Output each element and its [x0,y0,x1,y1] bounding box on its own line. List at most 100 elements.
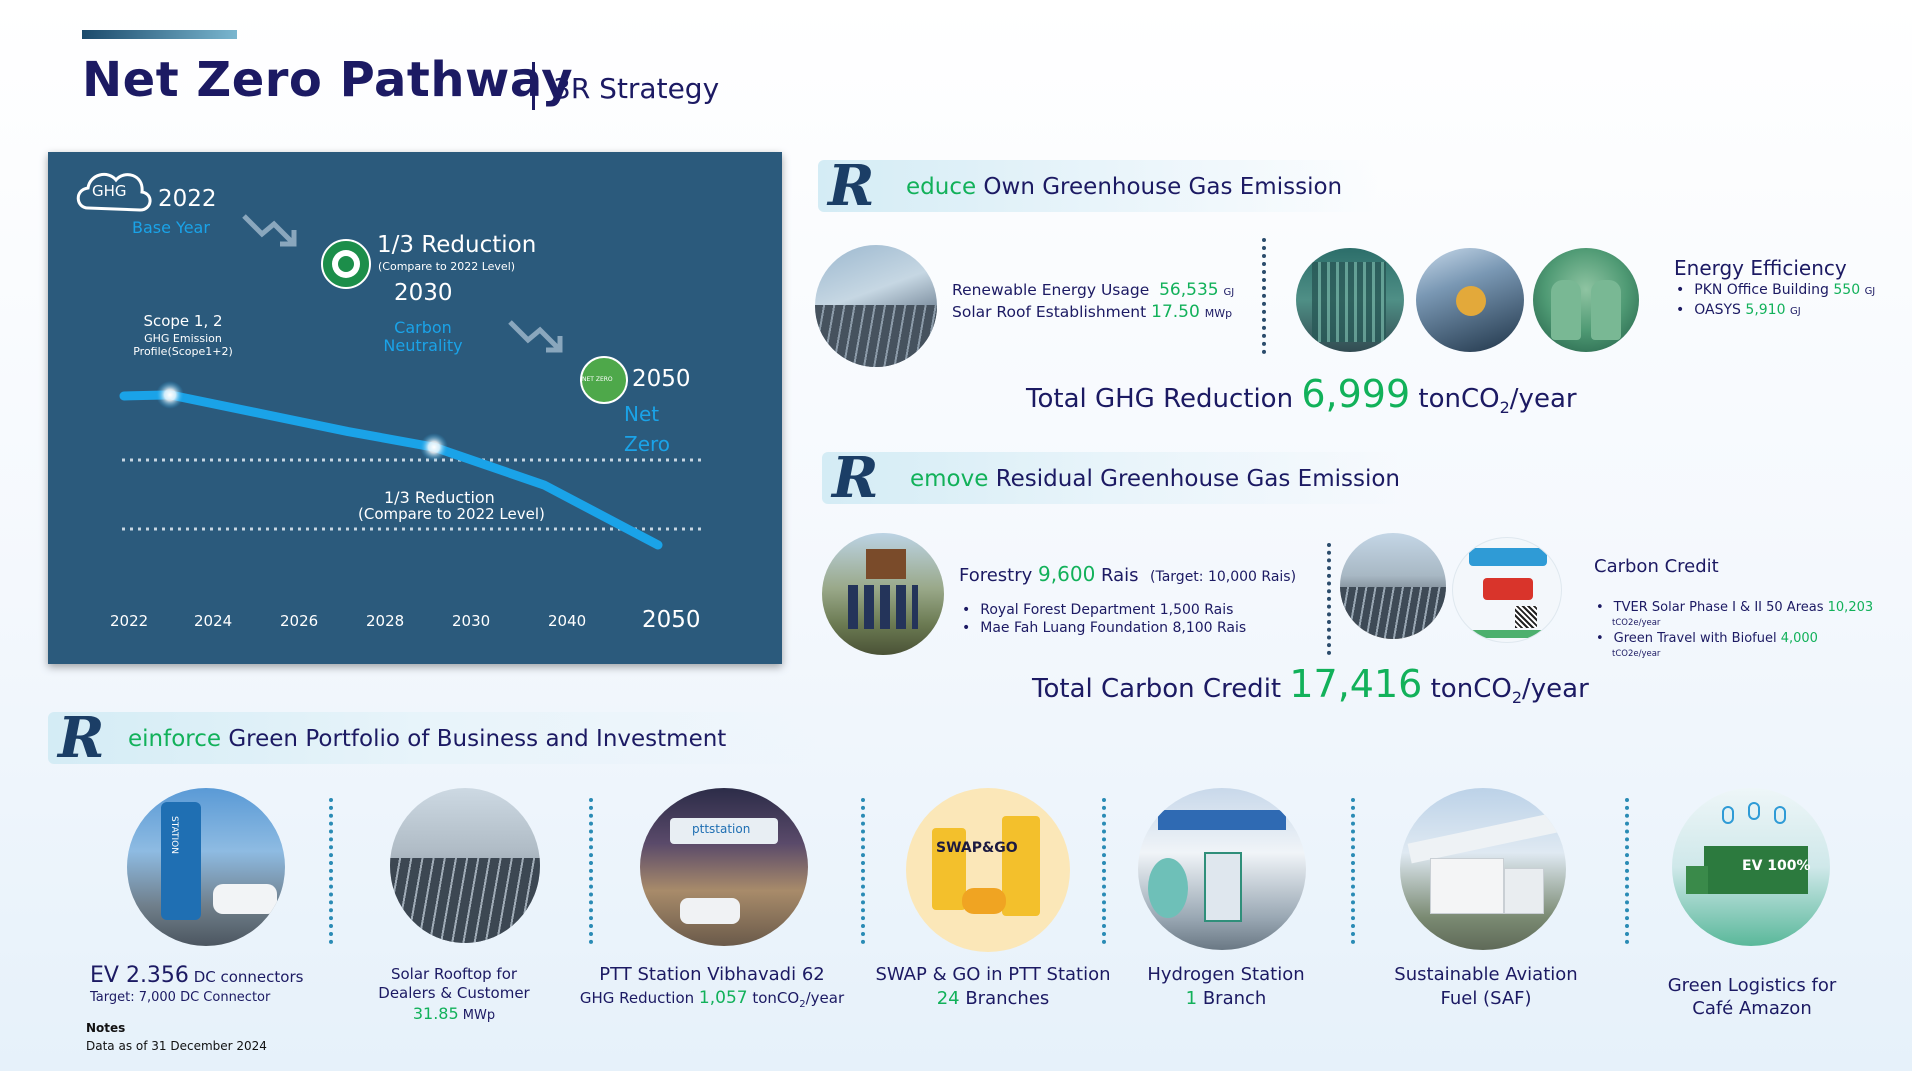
renewable-line: Renewable Energy Usage 56,535 GJ [952,280,1235,300]
hydrogen-caption-1: Hydrogen Station [1147,964,1305,985]
reinforce-section-header: R einforce Green Portfolio of Business a… [48,705,818,771]
page-title: Net Zero Pathway [82,52,574,108]
down-arrow-icon [242,214,297,247]
reinforce-head-text: Green Portfolio of Business and Investme… [221,726,727,752]
green-travel-poster [1452,537,1562,643]
saf-caption-1: Sustainable Aviation [1394,964,1578,985]
reduce-section-header: R educe Own Greenhouse Gas Emission [818,153,1378,219]
emission-point-highlight [420,433,448,462]
portfolio-divider [1625,798,1629,944]
pathway-chart-svg [76,172,702,550]
remove-section-header: R emove Residual Greenhouse Gas Emission [822,445,1402,511]
remove-head-text: Residual Greenhouse Gas Emission [988,466,1401,492]
saf-truck-photo [1400,788,1566,950]
solar-rooftop-caption-3: 31.85 MWp [412,1004,496,1023]
total-carbon-credit: Total Carbon Credit 17,416 tonCO2/year [1032,662,1589,708]
portfolio-divider [1351,798,1355,944]
x-tick-label: 2030 [452,612,491,630]
credit-unit: tCO2e/year [1612,618,1661,628]
saf-caption-2: Fuel (SAF) [1440,988,1532,1009]
solar-line: Solar Roof Establishment 17.50 MWp [952,302,1233,322]
line-label-2: (Compare to 2022 Level) [358,505,545,523]
notes-text: Data as of 31 December 2024 [86,1039,267,1053]
net-zero-pathway-chart: GHG 2022 Base Year 1/3 Reduction (Compar… [48,152,782,664]
swap-go-caption-1: SWAP & GO in PTT Station [875,964,1111,985]
x-tick-label: 2024 [194,612,233,630]
reinforce-head-highlight: einforce [128,726,222,752]
pkn-office-building-photo [1296,248,1404,352]
ev-pole-text: STATION [169,816,179,854]
forest-item: Royal Forest Department 1,500 Rais [962,602,1233,618]
ptt-station-sign: pttstation [692,822,751,836]
reduce-divider [1262,238,1266,354]
x-tick-label-final: 2050 [642,607,701,633]
carbon-label-1: Carbon [394,318,452,337]
base-year: 2022 [158,186,217,212]
ptt-station-caption-2: GHG Reduction 1,057 tonCO2/year [579,988,845,1010]
energy-efficiency-title: Energy Efficiency [1674,256,1847,280]
carbon-year: 2030 [394,280,453,306]
forest-item: Mae Fah Luang Foundation 8,100 Rais [962,620,1246,636]
green-logistics-caption-1: Green Logistics for [1667,975,1837,996]
x-tick-label: 2022 [110,612,149,630]
credit-item: TVER Solar Phase I & II 50 Areas 10,203 [1596,600,1873,615]
ev-caption-1: EV 2.356 DC connectors [90,963,304,988]
scope-title: Scope 1, 2 [143,312,223,330]
hydrogen-caption-2: 1 Branch [1185,988,1267,1009]
solar-rooftop-caption-1: Solar Rooftop for [390,965,518,983]
net-zero-badge-text: NET ZERO [582,376,613,383]
net-zero-badge-icon [580,356,628,404]
forestry-line: Forestry 9,600 Rais (Target: 10,000 Rais… [959,562,1297,586]
carbon-credit-title: Carbon Credit [1594,556,1719,577]
reduce-head-highlight: educe [906,174,977,200]
netzero-year: 2050 [632,366,691,392]
green-logistics-caption-2: Café Amazon [1692,998,1812,1019]
carbon-neutral-badge-icon [321,239,371,289]
gas-cylinder-photo [1533,248,1639,352]
eff-item: OASYS 5,910 GJ [1676,302,1800,318]
eff-item: PKN Office Building 550 GJ [1676,282,1875,298]
x-tick-label: 2040 [548,612,587,630]
x-tick-label: 2028 [366,612,405,630]
ptt-station-photo: pttstation [640,788,808,946]
r-logo-icon: R [828,153,875,219]
emission-point-highlight [156,380,184,409]
oasys-building-photo [1416,248,1524,352]
swap-go-caption-2: 24 Branches [936,988,1050,1009]
r-logo-icon: R [832,445,879,511]
remove-head-highlight: emove [910,466,989,492]
forestry-team-photo [822,533,944,655]
scope-sub-2: Profile(Scope1+2) [133,345,233,358]
title-divider [532,62,535,110]
x-tick-label: 2026 [280,612,319,630]
ghg-label: GHG [92,182,127,200]
remove-divider [1327,543,1331,655]
total-ghg-reduction: Total GHG Reduction 6,999 tonCO2/year [1026,372,1577,418]
hydrogen-station-photo [1138,788,1306,950]
swap-go-logo: SWAP&GO [936,840,1018,856]
solar-rooftop-caption-2: Dealers & Customer [378,984,530,1002]
r-logo-icon: R [58,705,105,771]
reduction-note: (Compare to 2022 Level) [378,260,516,273]
base-year-label: Base Year [132,218,210,237]
credit-item: Green Travel with Biofuel 4,000 [1596,631,1818,646]
swap-and-go-photo: SWAP&GO [906,788,1070,952]
line-label-1: 1/3 Reduction [384,488,495,507]
down-arrow-icon [508,320,563,353]
ev-truck-text: EV 100% [1742,858,1811,874]
netzero-label-1: Net [624,402,660,426]
green-logistics-truck-photo: EV 100% [1672,788,1830,946]
portfolio-divider [1102,798,1106,944]
scope-sub-1: GHG Emission [144,332,222,345]
solar-rooftop-photo [390,788,540,943]
ev-caption-2: Target: 7,000 DC Connector [90,990,271,1005]
portfolio-divider [589,798,593,944]
ptt-station-caption-1: PTT Station Vibhavadi 62 [599,964,825,985]
carbon-label-2: Neutrality [383,336,463,355]
solar-roof-photo [815,245,937,367]
portfolio-divider [329,798,333,944]
ev-charger-photo: STATION [127,788,285,946]
ghg-cloud-icon [76,172,152,212]
notes-title: Notes [86,1021,126,1035]
credit-unit: tCO2e/year [1612,649,1661,659]
